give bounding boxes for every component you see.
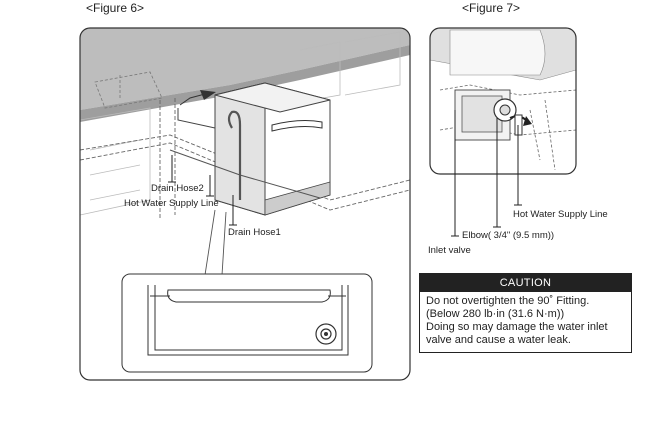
label-drain-hose1: Drain Hose1	[228, 227, 281, 238]
figure6-title: <Figure 6>	[86, 1, 145, 15]
figure6-detail-inset	[121, 273, 373, 373]
label-drain-hose2: Drain Hose2	[151, 183, 204, 194]
caution-line: Do not overtighten the 90˚ Fitting.	[426, 295, 590, 307]
caution-line: (Below 280 lb·in (31.6 N·m))	[426, 308, 565, 320]
figure7-title: <Figure 7>	[462, 1, 521, 15]
label-inlet-valve: Inlet valve	[428, 245, 471, 256]
figure6-scene	[80, 28, 410, 276]
label-hot-water-supply-line-fig6: Hot Water Supply Line	[124, 198, 219, 209]
figure7-scene	[430, 28, 576, 174]
caution-body: Do not overtighten the 90˚ Fitting. (Bel…	[420, 292, 631, 347]
caution-box: CAUTION Do not overtighten the 90˚ Fitti…	[419, 273, 632, 353]
caution-line: valve and cause a water leak.	[426, 334, 571, 346]
caution-line: Doing so may damage the water inlet	[426, 321, 608, 333]
label-hot-water-supply-line-fig7: Hot Water Supply Line	[513, 209, 608, 220]
label-elbow: Elbow( 3/4" (9.5 mm))	[462, 230, 555, 241]
caution-heading: CAUTION	[420, 274, 631, 292]
